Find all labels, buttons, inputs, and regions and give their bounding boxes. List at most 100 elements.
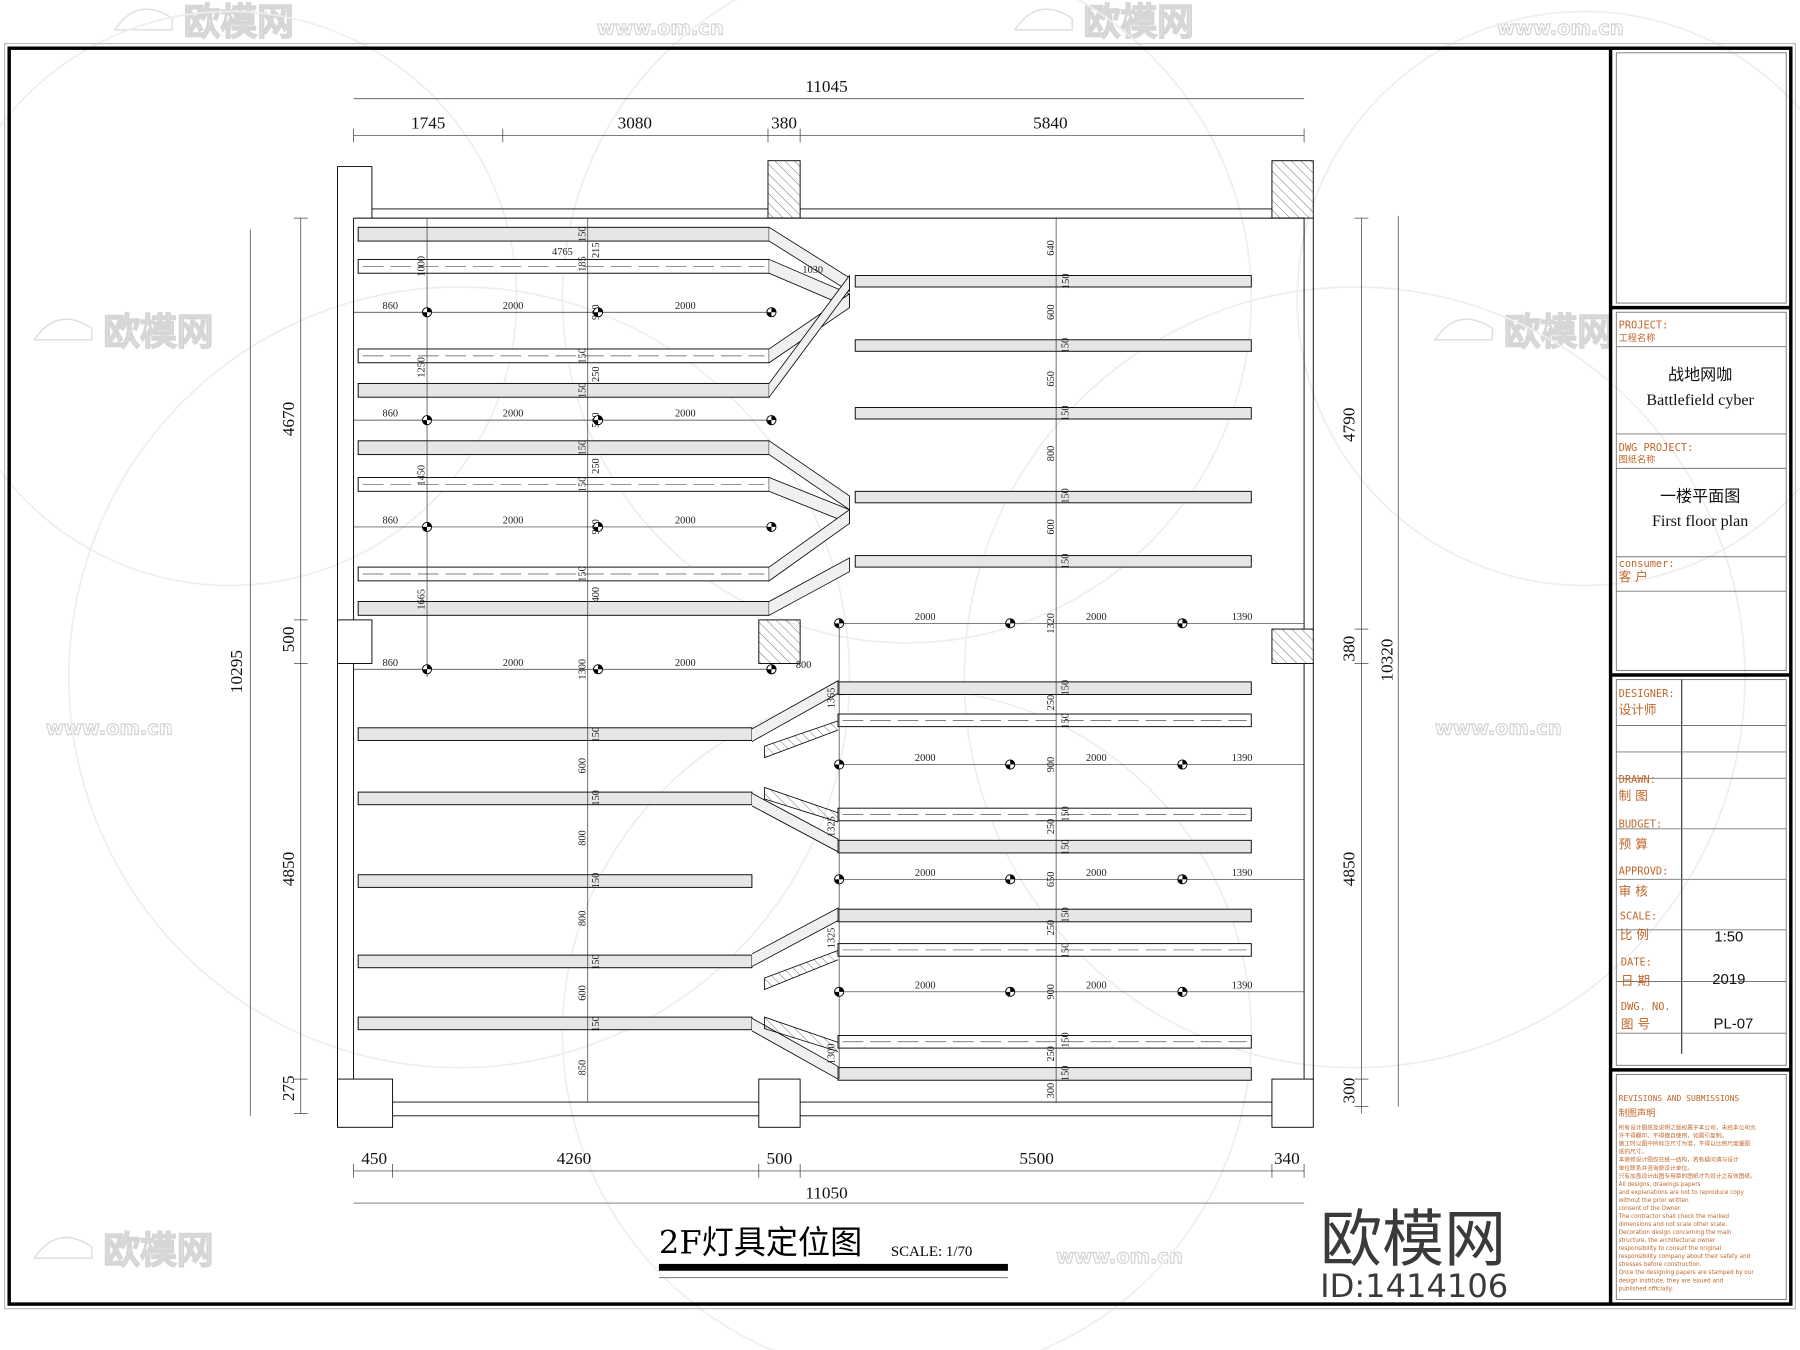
light-fixture-icon bbox=[766, 415, 777, 426]
dwg-project-label: DWG PROJECT: bbox=[1619, 442, 1694, 454]
dim-bottom-label: 11050 bbox=[805, 1183, 847, 1202]
light-fixture-icon bbox=[593, 415, 604, 426]
watermark-arc bbox=[0, 10, 518, 587]
spacing-label: 600 bbox=[1046, 304, 1057, 319]
watermark-logo-large: 欧模网 bbox=[1320, 1202, 1506, 1275]
spacing-label: 150 bbox=[1061, 1032, 1072, 1048]
revision-line: All designs, drawings papers bbox=[1619, 1182, 1701, 1188]
revision-line: 只有加盖设计出图专用章的图纸才为设计之有效图纸。 bbox=[1619, 1172, 1756, 1180]
fixture-fill bbox=[593, 522, 603, 532]
light-fixture-icon bbox=[766, 521, 777, 532]
strip-connector bbox=[764, 950, 839, 991]
dwg-name-en: First floor plan bbox=[1652, 513, 1748, 530]
scale-label: SCALE: bbox=[1620, 911, 1657, 923]
extra-dim-label: 1250 bbox=[417, 357, 428, 378]
spacing-label: 150 bbox=[591, 954, 602, 970]
revision-line: 本装修设计图仅在统一结构，若有疑问请与设计 bbox=[1619, 1156, 1739, 1164]
dim-right-label: 380 bbox=[1340, 636, 1359, 662]
date-label: DATE: bbox=[1621, 956, 1652, 968]
revision-line: The contractor shall check the marked bbox=[1618, 1214, 1730, 1220]
drawn-label: DRAWN: bbox=[1619, 774, 1656, 786]
dim-left-label: 4850 bbox=[279, 852, 298, 886]
watermark-id: ID:1414106 bbox=[1320, 1267, 1508, 1305]
fixture-fill bbox=[1177, 874, 1187, 884]
spacing-label: 600 bbox=[577, 985, 588, 1001]
fixture-spacing-label: 2000 bbox=[1086, 980, 1107, 991]
spacing-label: 250 bbox=[1046, 920, 1057, 936]
light-fixture-icon bbox=[834, 759, 845, 770]
strip-connector bbox=[764, 720, 839, 759]
light-strip bbox=[357, 791, 753, 806]
light-fixture-icon bbox=[593, 307, 604, 318]
light-fixture-icon bbox=[421, 521, 433, 532]
revision-line: dimensions and not scale other scale. bbox=[1619, 1222, 1728, 1228]
spacing-label: 150 bbox=[577, 348, 588, 364]
fixture-fill bbox=[766, 415, 777, 425]
revision-line: 许不得翻印、不得擅自使用，如需引复制。 bbox=[1619, 1132, 1728, 1140]
watermark-logo: 欧模网 bbox=[103, 310, 213, 353]
dim-bottom-label: 4260 bbox=[557, 1149, 591, 1168]
revision-line: published officially. bbox=[1619, 1286, 1674, 1292]
light-strip bbox=[357, 440, 770, 456]
watermark-url: www.om.cn bbox=[1056, 1245, 1183, 1268]
approved-label-cn: 审 核 bbox=[1619, 883, 1649, 898]
drawing-title-block: 2F灯具定位图 SCALE: 1/70 bbox=[658, 1224, 1008, 1279]
fixture-fill bbox=[834, 618, 844, 628]
spacing-label: 150 bbox=[1061, 1066, 1072, 1082]
spacing-label: 640 bbox=[1046, 240, 1057, 255]
budget-label: BUDGET: bbox=[1619, 819, 1663, 831]
revisions-title: REVISIONS AND SUBMISSIONS bbox=[1619, 1094, 1740, 1103]
strip-connector bbox=[751, 792, 839, 853]
light-fixture-icon bbox=[1177, 986, 1188, 997]
spacing-label: 650 bbox=[1046, 371, 1057, 386]
dim-top-label: 11045 bbox=[805, 77, 847, 96]
spacing-label: 215 bbox=[591, 243, 602, 258]
fixture-fill bbox=[1005, 759, 1015, 770]
dim-bottom-label: 5500 bbox=[1019, 1149, 1053, 1168]
spacing-label: 150 bbox=[1061, 680, 1072, 696]
extra-dim-label: 1665 bbox=[417, 589, 428, 610]
light-strip bbox=[837, 839, 1252, 854]
consumer-label: consumer: bbox=[1619, 558, 1675, 570]
watermark-logo: 欧模网 bbox=[1084, 0, 1194, 43]
fixture-spacing-label: 1390 bbox=[1232, 753, 1253, 764]
project-label-cn: 工程名称 bbox=[1619, 332, 1656, 344]
dim-right-label: 4850 bbox=[1340, 852, 1359, 886]
spacing-label: 250 bbox=[1046, 1046, 1057, 1062]
dim-right-label: 4790 bbox=[1340, 408, 1359, 442]
spacing-label: 150 bbox=[1061, 338, 1072, 353]
fixture-spacing-label: 2000 bbox=[503, 409, 524, 420]
strip-connector bbox=[768, 557, 850, 616]
fixture-spacing-label: 2000 bbox=[1086, 612, 1107, 623]
dwg-no-label: DWG. NO. bbox=[1621, 1001, 1671, 1013]
light-strip bbox=[854, 490, 1252, 504]
big-watermark: 欧模网 ID:1414106 bbox=[1319, 1201, 1509, 1306]
spacing-label: 800 bbox=[577, 830, 588, 846]
revision-line: consent of the Owner. bbox=[1619, 1206, 1682, 1212]
sofa-logo-icon bbox=[33, 1236, 93, 1259]
fixture-spacing-label: 2000 bbox=[503, 658, 524, 669]
fixture-fill bbox=[766, 664, 777, 674]
sofa-logo-icon bbox=[113, 8, 173, 31]
dim-left-label: 275 bbox=[279, 1075, 298, 1101]
dim-bottom-label: 340 bbox=[1274, 1149, 1300, 1168]
date-label-cn: 日 期 bbox=[1621, 973, 1650, 988]
fixture-fill bbox=[1177, 987, 1187, 997]
spacing-label: 650 bbox=[1046, 872, 1057, 888]
fixture-spacing-label: 2000 bbox=[915, 753, 936, 764]
fixture-fill bbox=[593, 307, 603, 317]
spacing-label: 150 bbox=[1061, 943, 1072, 959]
revision-line: responsibility company about their safet… bbox=[1619, 1254, 1751, 1260]
fixture-fill bbox=[593, 664, 603, 674]
budget-label-cn: 预 算 bbox=[1619, 836, 1648, 851]
watermark-arc bbox=[561, 0, 1253, 644]
spacing-label: 150 bbox=[577, 440, 588, 456]
fixture-spacing-label: 2000 bbox=[1086, 753, 1107, 764]
strip-connector bbox=[768, 440, 850, 511]
revision-line: responsibility to consult the original bbox=[1619, 1246, 1722, 1252]
watermark-logo: 欧模网 bbox=[103, 1229, 213, 1272]
light-strip bbox=[357, 727, 753, 741]
